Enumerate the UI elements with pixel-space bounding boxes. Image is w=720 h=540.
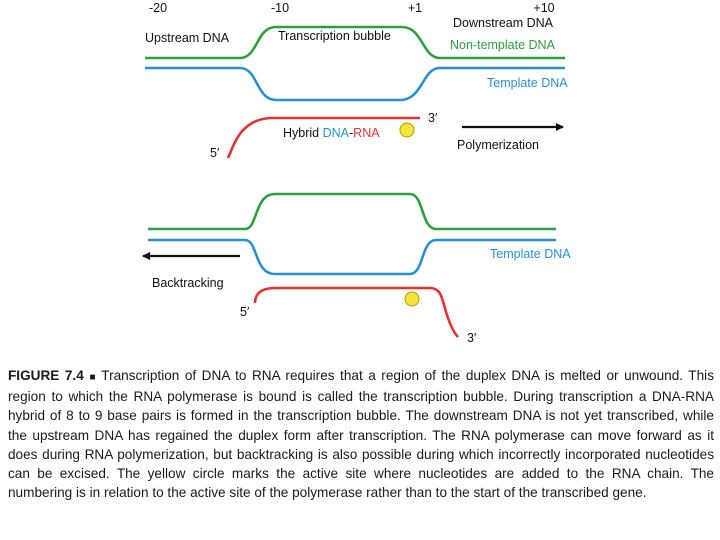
active-site-circle-icon	[400, 123, 414, 137]
rna-5-prime-label: 5′	[210, 146, 220, 160]
figure-caption: FIGURE 7.4■Transcription of DNA to RNA r…	[8, 366, 714, 502]
bottom-rna-strand	[255, 288, 458, 337]
position-label-minus-20: -20	[149, 1, 167, 15]
position-label-plus-1: +1	[408, 1, 422, 15]
figure-caption-text: Transcription of DNA to RNA requires tha…	[8, 368, 714, 500]
hybrid-dna-rna-label: Hybrid DNA-RNA	[283, 126, 380, 140]
non-template-dna-label: Non-template DNA	[450, 38, 556, 52]
top-panel: -20 -10 +1 +10 Upstream DNA Transcriptio…	[145, 1, 568, 160]
hybrid-rna-text: RNA	[353, 126, 380, 140]
transcription-diagram: -20 -10 +1 +10 Upstream DNA Transcriptio…	[0, 0, 720, 345]
bottom-active-site-circle-icon	[405, 292, 419, 306]
transcription-bubble-label: Transcription bubble	[278, 29, 391, 43]
bottom-panel: Template DNA Backtracking 5′ 3′	[143, 194, 571, 345]
figure-label: FIGURE 7.4	[8, 368, 84, 383]
downstream-dna-label: Downstream DNA	[453, 16, 554, 30]
backtracking-label: Backtracking	[152, 276, 224, 290]
template-dna-label: Template DNA	[487, 76, 568, 90]
bottom-template-dna-label: Template DNA	[490, 247, 571, 261]
bottom-rna-5-prime-label: 5′	[240, 305, 250, 319]
hybrid-dna-text: DNA	[323, 126, 350, 140]
rna-3-prime-label: 3′	[428, 111, 438, 125]
hybrid-prefix-text: Hybrid	[283, 126, 323, 140]
upstream-dna-label: Upstream DNA	[145, 31, 230, 45]
position-label-minus-10: -10	[271, 1, 289, 15]
position-label-plus-10: +10	[533, 1, 554, 15]
figure-separator-icon: ■	[84, 372, 102, 383]
polymerization-label: Polymerization	[457, 138, 539, 152]
bottom-non-template-dna-strand	[148, 194, 556, 229]
bottom-rna-3-prime-label: 3′	[467, 331, 477, 345]
